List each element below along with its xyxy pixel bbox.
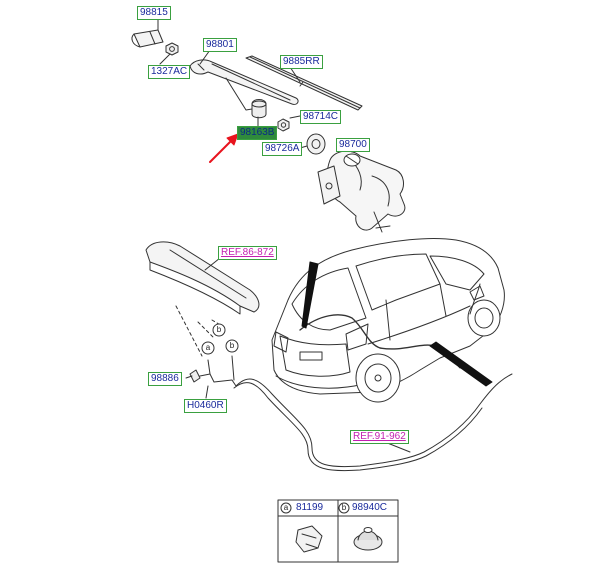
red-arrow [209,133,239,163]
pointer-wedge-left [301,261,319,329]
callout-b-lower: b [229,341,235,350]
dashed-guides [175,305,223,357]
legend-letter-b: b [341,503,347,512]
label-ref-91-962[interactable]: REF.91-962 [350,430,409,444]
legend-letter-a: a [283,503,289,512]
label-98886[interactable]: 98886 [148,372,182,386]
nozzle-cap-part [131,29,164,48]
leader-ref86 [204,257,221,271]
callout-a: a [205,343,211,352]
leader-98714C [289,115,301,119]
grommet-part [306,133,326,155]
callout-circles [201,323,239,355]
label-98801[interactable]: 98801 [203,38,237,52]
label-98700[interactable]: 98700 [336,138,370,152]
pointer-wedge-right [429,341,493,387]
label-98726A[interactable]: 98726A [262,142,303,156]
spoiler-part [145,241,260,315]
leader-1327AC [159,53,171,65]
label-98815[interactable]: 98815 [137,6,171,20]
wiper-arm-part [189,59,299,111]
arm-cap-part [251,99,267,119]
leader-H0460R [205,385,209,399]
leader-98886 [185,375,193,379]
washer-hose [235,373,513,468]
legend-table [277,499,399,563]
label-ref-86-872[interactable]: REF.86-872 [218,246,277,260]
wiper-motor-part [317,150,406,233]
motor-nut-part [277,118,290,132]
label-98714C[interactable]: 98714C [300,110,342,124]
label-H0460R[interactable]: H0460R [184,399,227,413]
legend-part-81199[interactable]: 81199 [296,502,324,513]
wiper-blade-part [245,55,363,111]
legend-part-98940C[interactable]: 98940C [352,502,388,513]
label-9885RR[interactable]: 9885RR [280,55,323,69]
leader-98801 [199,49,211,65]
washer-hose-inner [233,382,483,472]
label-98163B[interactable]: 98163B [237,126,278,140]
nut-part [165,42,179,56]
callout-b-upper: b [216,325,222,334]
label-1327AC[interactable]: 1327AC [148,65,191,79]
nozzle-hose-part [189,355,237,387]
